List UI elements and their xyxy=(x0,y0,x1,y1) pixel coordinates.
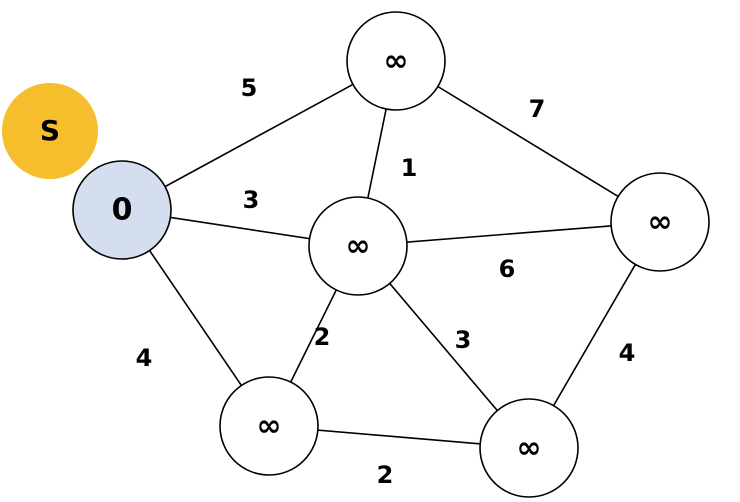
source-badge: S xyxy=(2,83,98,179)
node-circle xyxy=(479,398,579,498)
node-distance-label: ∞ xyxy=(648,205,673,240)
node-circle xyxy=(610,172,710,272)
node-circle xyxy=(308,196,408,296)
edge-weight-label: 5 xyxy=(241,74,258,102)
edge-weight-label: 4 xyxy=(136,344,153,372)
edge-top-right xyxy=(395,60,661,223)
node-circle xyxy=(219,376,319,476)
node-distance-label: ∞ xyxy=(384,44,409,79)
edge-weight-label: 3 xyxy=(243,186,260,214)
edge-weight-label: 3 xyxy=(455,326,472,354)
edge-weight-label: 2 xyxy=(377,461,394,489)
edge-center-right xyxy=(357,221,661,247)
edge-weight-label: 6 xyxy=(499,255,516,283)
edge-weight-label: 7 xyxy=(529,95,546,123)
node-distance-label: ∞ xyxy=(346,229,371,264)
edge-weights-layer: 5 3 4 1 7 6 2 3 4 2 xyxy=(136,74,636,489)
node-top: ∞ xyxy=(346,11,446,111)
edge-source-top xyxy=(121,60,397,211)
edge-weight-label: 1 xyxy=(401,154,418,182)
node-right: ∞ xyxy=(610,172,710,272)
node-circle xyxy=(72,160,172,260)
nodes-layer: 0 ∞ ∞ ∞ ∞ ∞ xyxy=(72,11,710,498)
source-badge-label: S xyxy=(40,114,60,147)
edge-weight-label: 2 xyxy=(314,323,331,351)
node-distance-label: ∞ xyxy=(257,409,282,444)
source-badge-circle xyxy=(2,83,98,179)
node-circle xyxy=(346,11,446,111)
node-source: 0 xyxy=(72,160,172,260)
node-distance-label: ∞ xyxy=(517,431,542,466)
node-bottom-left: ∞ xyxy=(219,376,319,476)
edge-weight-label: 4 xyxy=(619,339,636,367)
node-distance-label: 0 xyxy=(112,193,133,228)
node-bottom-right: ∞ xyxy=(479,398,579,498)
node-center: ∞ xyxy=(308,196,408,296)
